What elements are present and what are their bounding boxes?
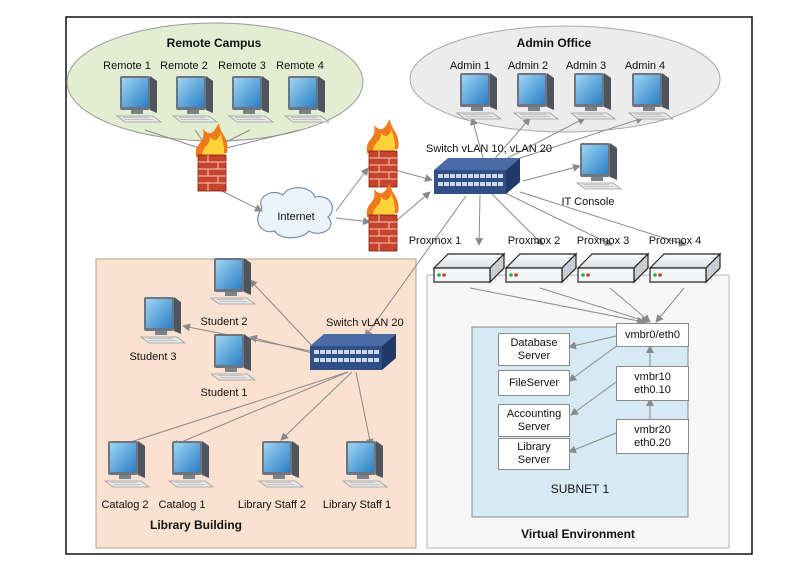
database-server-label: Database [510, 336, 558, 349]
internet-label: Internet [277, 211, 315, 223]
library-server-label: Library [517, 441, 551, 453]
vmbr20-box: vmbr20 eth0.20 [616, 419, 689, 454]
admin-1-label: Admin 1 [449, 60, 491, 72]
virtual-environment-title: Virtual Environment [521, 527, 635, 541]
admin-3-label: Admin 3 [565, 60, 607, 72]
it-console-label: IT Console [561, 196, 615, 208]
vmbr10-box: vmbr10 eth0.10 [616, 366, 689, 401]
catalog-1-label: Catalog 1 [158, 499, 206, 511]
library-switch-icon [310, 334, 396, 370]
library-server-box: Library Server [498, 438, 570, 470]
library-switch-label: Switch vLAN 20 [326, 317, 404, 329]
proxmox-2-label: Proxmox 2 [507, 235, 561, 247]
fileserver-box: FileServer [498, 370, 570, 396]
proxmox-1-label: Proxmox 1 [408, 235, 462, 247]
admin-2-label: Admin 2 [507, 60, 549, 72]
remote-campus-title: Remote Campus [166, 36, 262, 50]
proxmox-3-server-icon [577, 253, 649, 283]
main-switch-label: Switch vLAN 10, vLAN 20 [426, 143, 552, 155]
remote-3-label: Remote 3 [218, 60, 266, 72]
remote-1-label: Remote 1 [103, 60, 151, 72]
proxmox-3-label: Proxmox 3 [576, 235, 630, 247]
vmbr10-label: vmbr10 [634, 370, 671, 383]
main-switch-icon [434, 158, 520, 194]
catalog-2-label: Catalog 2 [101, 499, 149, 511]
proxmox-4-label: Proxmox 4 [648, 235, 702, 247]
eth0-10-label: eth0.10 [634, 383, 671, 396]
student-3-label: Student 3 [129, 351, 177, 363]
vmbr0-label: vmbr0/eth0 [624, 328, 681, 341]
proxmox-2-server-icon [505, 253, 577, 283]
eth0-20-label: eth0.20 [634, 436, 671, 449]
database-server-sublabel: Server [517, 349, 551, 362]
vmbr0-box: vmbr0/eth0 [616, 323, 689, 347]
admin-office-title: Admin Office [516, 36, 592, 50]
student-1-label: Student 1 [200, 387, 248, 399]
library-building-title: Library Building [149, 518, 243, 532]
remote-4-label: Remote 4 [276, 60, 324, 72]
vmbr20-label: vmbr20 [634, 423, 671, 436]
database-server-box: Database Server [498, 333, 570, 366]
library-staff-1-label: Library Staff 1 [322, 499, 392, 511]
subnet-label: SUBNET 1 [550, 482, 610, 496]
internet-cloud [257, 187, 333, 239]
admin-4-label: Admin 4 [624, 60, 666, 72]
accounting-server-sublabel: Server [517, 420, 551, 433]
accounting-server-box: Accounting Server [498, 404, 570, 437]
connections [111, 116, 687, 454]
accounting-server-label: Accounting [506, 407, 562, 420]
student-2-label: Student 2 [200, 316, 248, 328]
library-staff-2-label: Library Staff 2 [237, 499, 307, 511]
fileserver-label: FileServer [508, 376, 560, 389]
library-server-sublabel: Server [517, 454, 551, 466]
proxmox-1-server-icon [433, 253, 505, 283]
remote-2-label: Remote 2 [160, 60, 208, 72]
proxmox-4-server-icon [649, 253, 721, 283]
